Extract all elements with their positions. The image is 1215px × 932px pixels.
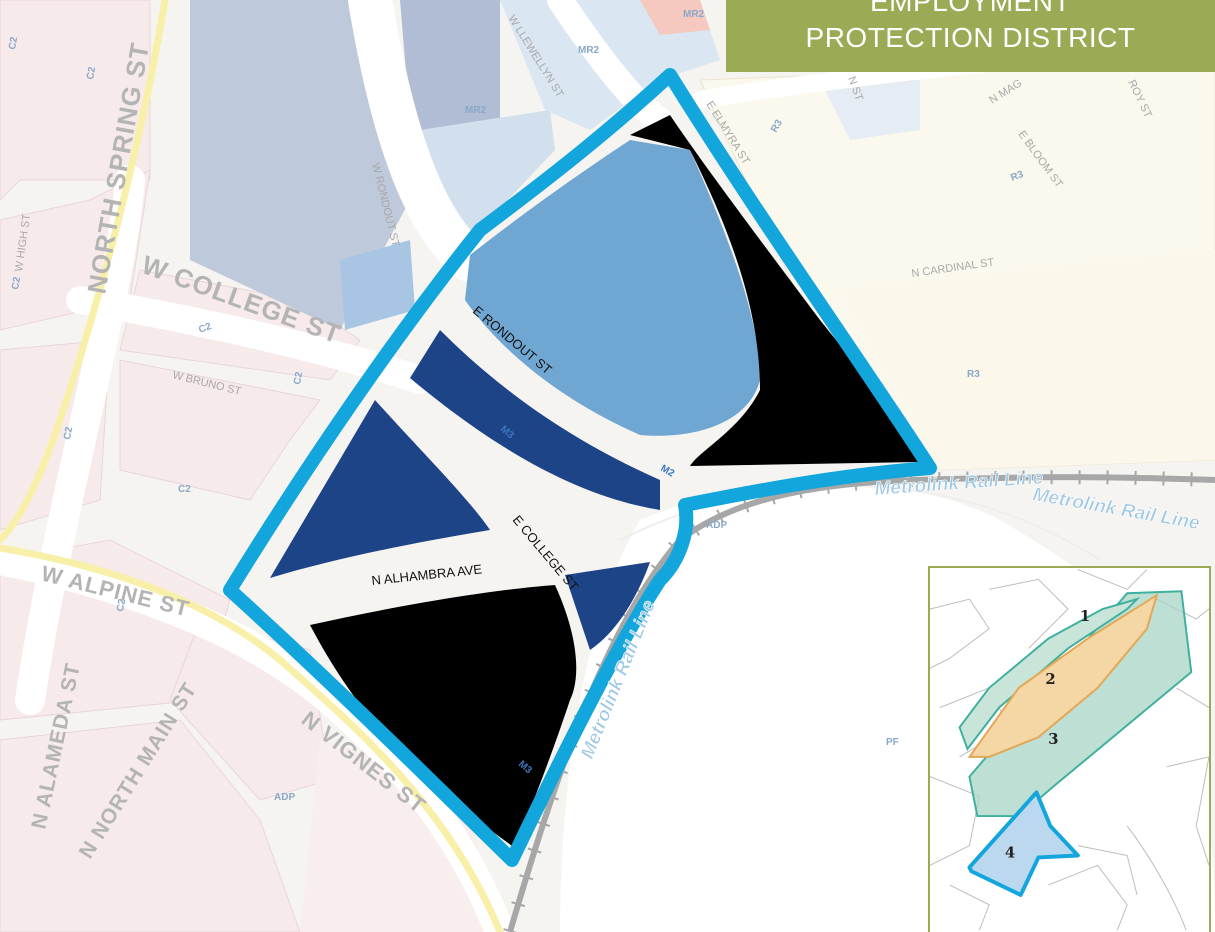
district-boundary[interactable] bbox=[223, 68, 937, 867]
zone-label-c2-1: C2 bbox=[85, 66, 98, 81]
r3-zone-blocks bbox=[699, 59, 1215, 471]
district-parcels[interactable] bbox=[270, 115, 918, 848]
zone-label-r3-3: R3 bbox=[967, 369, 980, 380]
zone-label-mr2-3: MR2 bbox=[683, 9, 705, 20]
parcel-mid-blue[interactable] bbox=[465, 140, 760, 436]
highway bbox=[0, 0, 504, 932]
zone-label-c2-4: C2 bbox=[197, 321, 213, 336]
zone-label-mr2-1: MR2 bbox=[465, 105, 487, 116]
parcel-black-south[interactable] bbox=[310, 585, 577, 848]
inset-label-3: 3 bbox=[1048, 731, 1058, 748]
title-banner: EMPLOYMENT PROTECTION DISTRICT bbox=[726, 0, 1215, 72]
title-line-1: EMPLOYMENT bbox=[869, 0, 1072, 17]
parcel-dark-blue-west[interactable] bbox=[270, 400, 490, 578]
zone-label-adp-2: ADP bbox=[274, 792, 295, 803]
parcel-dark-blue-south[interactable] bbox=[565, 562, 650, 650]
inset-area-3[interactable] bbox=[968, 590, 1193, 818]
inset-svg: 1 2 3 4 bbox=[930, 569, 1209, 931]
inset-label-2: 2 bbox=[1045, 671, 1055, 688]
inset-area-2[interactable] bbox=[967, 592, 1159, 758]
title-line-2: PROTECTION DISTRICT bbox=[805, 22, 1136, 53]
inset-area-4[interactable] bbox=[967, 790, 1080, 897]
zone-label-c2-2: C2 bbox=[7, 36, 20, 51]
zone-label-mr2-2: MR2 bbox=[578, 45, 600, 56]
zone-label-c2-6: C2 bbox=[62, 426, 75, 441]
inset-label-1: 1 bbox=[1080, 608, 1090, 625]
parcel-dark-blue-north[interactable] bbox=[410, 330, 660, 510]
zone-label-c2-5: C2 bbox=[292, 371, 305, 386]
locator-inset-map[interactable]: 1 2 3 4 bbox=[928, 566, 1211, 932]
zone-label-pf: PF bbox=[886, 737, 899, 748]
parcel-black-northeast[interactable] bbox=[630, 115, 918, 466]
zone-label-adp-1: ADP bbox=[706, 520, 727, 531]
zone-label-c2-3: C2 bbox=[10, 276, 23, 291]
inset-label-4: 4 bbox=[1005, 844, 1015, 861]
zone-label-c2-8: C2 bbox=[115, 598, 128, 613]
zone-label-r3-2: R3 bbox=[1009, 169, 1025, 184]
inset-streets bbox=[930, 569, 1209, 931]
zone-label-c2-7: C2 bbox=[178, 484, 191, 495]
